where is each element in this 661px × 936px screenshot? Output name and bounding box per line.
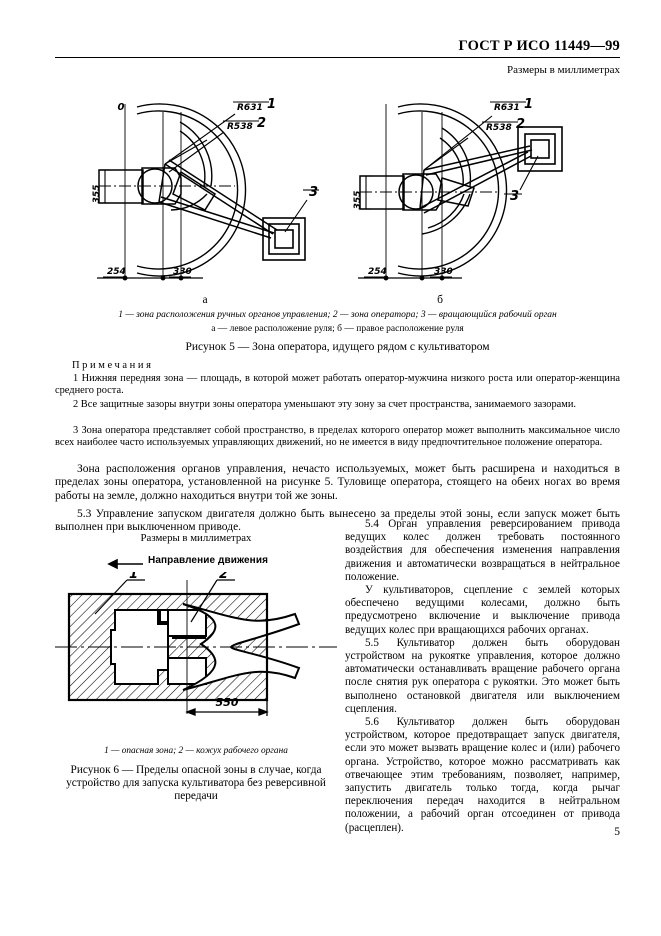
figure-5-diagram-left: 0 R631 1 R538 2 3 355 254 330 bbox=[85, 82, 350, 292]
svg-text:3: 3 bbox=[309, 185, 318, 200]
clause-5-5: 5.5 Культиватор должен быть оборудован у… bbox=[345, 636, 620, 715]
figure-5-label-a: а bbox=[202, 294, 208, 306]
svg-text:550: 550 bbox=[216, 696, 239, 709]
figure-6-column: Размеры в миллиметрах Направление движен… bbox=[55, 532, 337, 832]
svg-text:355: 355 bbox=[92, 185, 102, 204]
svg-text:2: 2 bbox=[219, 572, 228, 582]
clause-5-3: 5.3 Управление запуском двигателя должно… bbox=[55, 508, 620, 534]
svg-text:254: 254 bbox=[107, 267, 126, 277]
page-title: ГОСТ Р ИСО 11449—99 bbox=[458, 38, 620, 54]
figure-5-diagram-right: R631 1 R538 2 3 355 254 330 bbox=[350, 82, 620, 292]
note-item: 1 Нижняя передняя зона — площадь, в кото… bbox=[55, 373, 620, 396]
direction-of-travel: Направление движения bbox=[55, 555, 337, 571]
dimensions-note-figure-6: Размеры в миллиметрах bbox=[140, 532, 252, 544]
svg-text:2: 2 bbox=[516, 117, 525, 132]
right-text-column: 5.4 Орган управления реверсированием при… bbox=[345, 518, 620, 835]
clause-5-6: 5.6 Культиватор должен быть оборудован у… bbox=[345, 716, 620, 834]
header-rule bbox=[55, 57, 620, 59]
svg-text:1: 1 bbox=[267, 97, 276, 112]
direction-label: Направление движения bbox=[148, 555, 269, 566]
figure-5-label-b: б bbox=[437, 294, 443, 306]
notes-title: Примечания bbox=[72, 360, 154, 371]
svg-text:3: 3 bbox=[510, 189, 519, 204]
svg-text:330: 330 bbox=[173, 267, 192, 277]
figure-6-legend: 1 — опасная зона; 2 — кожух рабочего орг… bbox=[104, 746, 288, 756]
clause-5-4: 5.4 Орган управления реверсированием при… bbox=[345, 518, 620, 583]
page-number: 5 bbox=[614, 826, 620, 838]
svg-text:355: 355 bbox=[353, 191, 363, 210]
dimensions-note-top: Размеры в миллиметрах bbox=[507, 64, 620, 76]
figure-5-legend-views: а — левое расположение руля; б — правое … bbox=[211, 324, 464, 334]
svg-text:R538: R538 bbox=[486, 123, 512, 133]
svg-text:0: 0 bbox=[118, 102, 125, 113]
svg-text:R631: R631 bbox=[494, 103, 520, 113]
svg-text:254: 254 bbox=[368, 267, 387, 277]
arrow-left-icon bbox=[107, 558, 143, 570]
figure-5-legend-items: 1 — зона расположения ручных органов упр… bbox=[118, 310, 557, 320]
svg-text:R631: R631 bbox=[237, 103, 263, 113]
paragraph-cultivators: У культиваторов, сцепление с землей кото… bbox=[345, 584, 620, 636]
svg-text:330: 330 bbox=[434, 267, 453, 277]
figure-5-caption: Рисунок 5 — Зона оператора, идущего рядо… bbox=[185, 341, 490, 353]
figure-5-sublabels: а б bbox=[55, 294, 620, 308]
figure-6-caption: Рисунок 6 — Пределы опасной зоны в случа… bbox=[66, 764, 326, 803]
svg-text:1: 1 bbox=[524, 97, 533, 112]
figure-5: 0 R631 1 R538 2 3 355 254 330 bbox=[55, 82, 620, 292]
svg-text:2: 2 bbox=[257, 116, 266, 131]
svg-text:1: 1 bbox=[129, 572, 138, 582]
note-item: 2 Все защитные зазоры внутри зоны операт… bbox=[73, 399, 577, 410]
note-item: 3 Зона оператора представляет собой прос… bbox=[55, 425, 620, 448]
figure-6-diagram: 550 1 2 bbox=[55, 567, 337, 722]
paragraph-control-zone: Зона расположения органов управления, не… bbox=[55, 463, 620, 502]
svg-text:R538: R538 bbox=[227, 122, 253, 132]
